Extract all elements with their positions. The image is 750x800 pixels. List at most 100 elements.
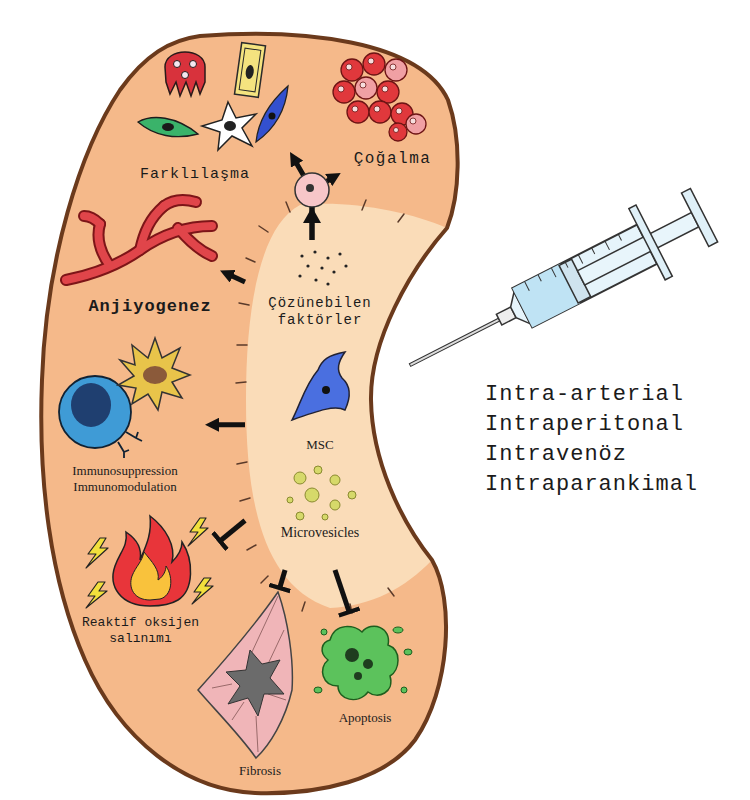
mechanism-label: Anjiyogenez xyxy=(85,297,215,317)
blood-vessel xyxy=(140,206,164,250)
fibrosis-panel: Fibrosis xyxy=(222,588,300,788)
blood-vessel xyxy=(98,224,110,266)
syringe xyxy=(578,255,583,264)
fibrosis-tissue xyxy=(198,592,292,758)
microvesicles-label: Microvesicles xyxy=(255,525,385,542)
differentiated-cells xyxy=(138,118,198,137)
immunomodulation-panel: Immunosuppression Immunomodulation xyxy=(45,325,205,500)
syringe xyxy=(496,307,516,325)
fibrosis-tissue xyxy=(198,592,292,758)
fibrosis-tissue xyxy=(256,716,258,752)
differentiated-cells xyxy=(269,113,276,120)
progenitor-cell xyxy=(306,184,314,192)
halo-ticks xyxy=(246,258,255,262)
proliferating-cells xyxy=(390,64,396,70)
syringe xyxy=(538,275,541,281)
syringe xyxy=(682,188,718,246)
microvesicles xyxy=(294,472,306,484)
halo-ticks xyxy=(261,576,268,583)
progenitor-arrowhead xyxy=(303,207,321,223)
soluble-factor-dots xyxy=(313,250,316,253)
proliferating-cells xyxy=(338,86,344,92)
proliferating-cells xyxy=(333,53,426,141)
halo-ticks xyxy=(239,303,249,305)
soluble-factors-label: Çözünebilen faktörler xyxy=(255,295,385,329)
proliferating-cells xyxy=(347,101,369,123)
proliferating-cells xyxy=(374,106,380,112)
proliferating-cells xyxy=(394,128,399,133)
halo-ticks xyxy=(240,498,250,501)
proliferating-cells xyxy=(385,59,407,81)
halo-ticks xyxy=(398,214,404,222)
kidney-outline xyxy=(41,34,457,793)
apoptotic-cell xyxy=(354,672,362,680)
syringe xyxy=(505,292,530,329)
soluble-factor-dots xyxy=(306,264,309,267)
syringe xyxy=(565,261,568,267)
halo-ticks xyxy=(259,226,268,232)
inhibition-connector xyxy=(220,521,245,542)
msc-cell xyxy=(322,386,330,394)
proliferating-cells xyxy=(346,64,352,70)
syringe xyxy=(409,318,499,366)
apoptotic-cell xyxy=(321,629,327,635)
syringe xyxy=(512,264,580,328)
msc-cell xyxy=(292,352,349,420)
differentiated-cells xyxy=(162,123,174,131)
proliferating-cells xyxy=(363,53,385,75)
differentiated-cells xyxy=(234,43,265,98)
blood-vessel xyxy=(66,226,212,280)
fibrosis-tissue xyxy=(268,630,284,664)
syringe xyxy=(592,248,595,254)
msc-core: Çözünebilen faktörlerMSCMicrovesicles xyxy=(245,240,395,570)
proliferating-cells xyxy=(396,108,402,114)
soluble-factor-dots xyxy=(298,250,347,285)
ros-flame xyxy=(131,552,171,600)
microvesicles xyxy=(348,491,356,499)
msc-halo xyxy=(246,204,447,608)
route-label: Intravenöz xyxy=(485,440,698,470)
halo-ticks xyxy=(362,200,366,210)
soluble-factor-dots xyxy=(314,278,317,281)
microvesicles xyxy=(287,466,356,520)
ros-flame xyxy=(86,518,213,608)
halo-ticks xyxy=(237,462,247,464)
syringe xyxy=(559,259,591,303)
ros-flame xyxy=(86,516,213,608)
ros-panel: Reaktif oksijen salınımı xyxy=(70,512,220,657)
halo-ticks xyxy=(388,588,394,596)
halo-ticks xyxy=(236,200,404,613)
mechanism-label: Çoğalma xyxy=(340,150,445,169)
proliferating-cells xyxy=(377,81,399,103)
microvesicles xyxy=(322,514,328,520)
stimulation-arrow xyxy=(213,422,245,427)
blood-vessel xyxy=(84,216,100,224)
ros-flame xyxy=(113,516,190,606)
route-label: Intraperitonal xyxy=(485,410,698,440)
blood-vessel xyxy=(66,200,212,280)
inhibition-connector xyxy=(280,570,285,588)
halo-ticks xyxy=(302,602,305,611)
differentiated-cells xyxy=(256,86,288,142)
immune-cells xyxy=(143,366,167,384)
ros-flame xyxy=(86,582,107,608)
syringe xyxy=(629,205,672,280)
apoptotic-cell xyxy=(401,687,407,693)
differentiated-cells xyxy=(174,61,181,68)
syringe xyxy=(525,234,623,291)
apoptotic-cell xyxy=(314,626,412,699)
angiogenesis-panel: Anjiyogenez xyxy=(50,195,220,325)
apoptotic-cell xyxy=(314,687,322,693)
proliferating-cells xyxy=(382,86,388,92)
microvesicles xyxy=(305,488,319,502)
microvesicles xyxy=(287,497,293,503)
apoptotic-cell xyxy=(393,627,403,633)
stimulation-arrow xyxy=(312,177,334,240)
blood-vessel xyxy=(98,224,110,266)
differentiated-cells xyxy=(224,121,236,131)
blood-vessel xyxy=(178,228,212,256)
halo-ticks xyxy=(247,545,256,550)
fibrosis-tissue xyxy=(212,684,232,688)
syringe xyxy=(551,268,556,277)
